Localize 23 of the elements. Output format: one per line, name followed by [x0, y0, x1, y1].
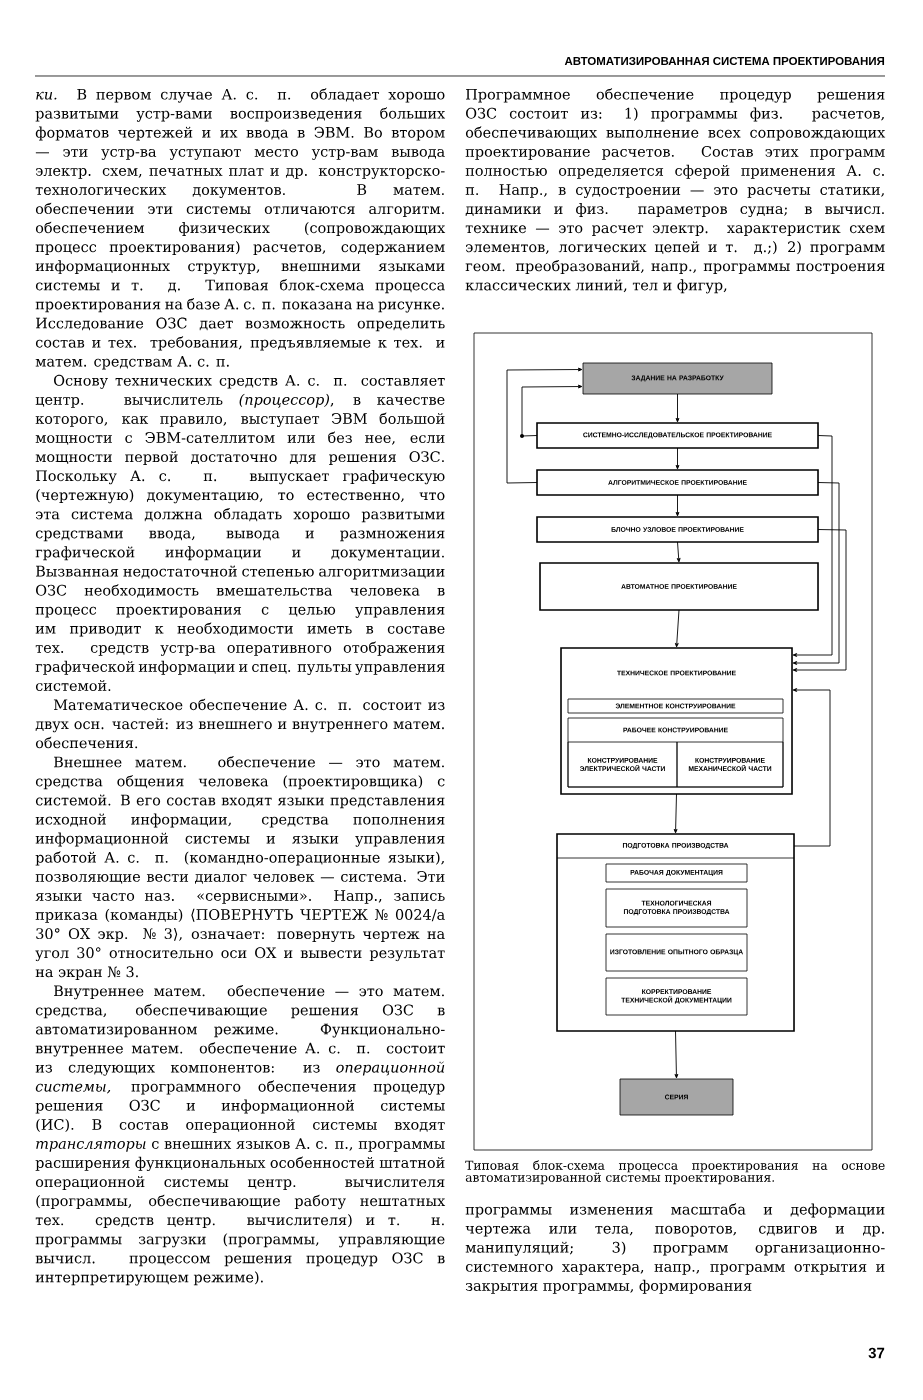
text-paragraph: ки. В первом случае А. с. п. обладает хорошо развитыми устр-вами воспроизведения больших форматов чертежей и их ввода в ЭВМ. Во втором — эти устр-ва уступают место устр-вам вывода электр. схем, печатных плат и др. конструкторско-технологических документов. В матем. обеспечении эти системы отличаются алгоритм. обеспечением физических (сопровождающих процесс проектирования) расчетов, содержанием информационных структур, внешними языками системы и т. д. Типовая блок-схема процесса проектирования на базе А. с. п. показана на рисунке. Исследование ОЗС дает возможность определить состав и тех. требования, предъявляемые к тех. и матем. средствам А. с. п.	[35, 88, 446, 370]
arrow	[673, 793, 678, 834]
arrow	[675, 494, 680, 517]
running-head: АВТОМАТИЗИРОВАННАЯ СИСТЕМА ПРОЕКТИРОВАНИЯ	[564, 56, 885, 66]
arrow	[520, 384, 583, 438]
arrow	[792, 529, 847, 672]
text-paragraph: Внутреннее матем. обеспечение — это матем. средства, обеспечивающие решения ОЗС в автоматизированном режиме. Функционально-внутреннее матем. обеспечение А. с. п. состоит из следующих компонентов: из операционной системы, программного обеспечения процедур решения ОЗС и информационной системы (ИС). В состав операционной системы входят трансляторы с внешних языков А. с. п., программы расширения функциональных особенностей штатной операционной системы центр. вычислителя (программы, обеспечивающие работу нештатных тех. средств центр. вычислителя) и т. н. программы загрузки (программы, управляющие вычисл. процессом решения процедур ОЗС в интерпретирующем режиме).	[35, 984, 446, 1286]
arrow	[792, 482, 840, 665]
text-paragraph: Математическое обеспечение А. с. п. состоит из двух осн. частей: из внешнего и внутреннего матем. обеспечения.	[35, 698, 445, 749]
page-number: 37	[868, 1347, 885, 1359]
arrow	[674, 1030, 679, 1079]
arrow	[792, 688, 831, 847]
figure-caption: Типовая блок-схема процесса проектирования на основе автоматизированной системы проектирования.	[465, 1160, 885, 1185]
arrow	[792, 435, 833, 657]
arrow	[506, 367, 583, 484]
arrow	[674, 609, 680, 648]
text-paragraph: Программное обеспечение процедур решения ОЗС состоит из: 1) программы физ. расчетов, обеспечивающих выполнение всех сопровождающих проектирование расчетов. Состав этих программ полностью определяется сферой применения А. с. п. Напр., в судостроении — это расчеты статики, динамики и физ. параметров судна; в вычисл. технике — это расчет электр. характеристик схем элементов, логических цепей и т. д.;) 2) программ геом. преобразований, напр., программы построения классических линий, тел и фигур,	[465, 88, 886, 294]
arrow	[675, 447, 680, 470]
text-paragraph: программы изменения масштаба и деформации чертежа или тела, поворотов, сдвигов и др. манипуляций; 3) программ организационно-системного характера, напр., программ открытия и закрытия программы, формирования	[465, 1203, 885, 1294]
text-paragraph: Основу технических средств А. с. п. составляет центр. вычислитель (процессор), в качестве которого, как правило, выступает ЭВМ большой мощности с ЭВМ-сателлитом или без нее, если мощности первой достаточно для решения ОЗС. Поскольку А. с. п. выпускает графическую (чертежную) документацию, то естественно, что эта система должна обладать хорошо развитыми средствами ввода, вывода и размножения графической информации и документации. Вызванная недостаточной степенью алгоритмизации ОЗС необходимость вмешательства человека в процесс проектирования с целью управления им приводит к необходимости иметь в составе тех. средств устр-ва оперативного отображения графической информации и спец. пульты управления системой.	[35, 374, 445, 692]
text-paragraph: Внешнее матем. обеспечение — это матем. средства общения человека (проектировщика) с системой. В его состав входят языки представления исходной информации, средства пополнения информационной системы и языки управления работой А. с. п. (командно-операционные языки), позволяющие вести диалог человек — система. Эти языки часто наз. «сервисными». Напр., запись приказа (команды) ⟨ПОВЕРНУТЬ ЧЕРТЕЖ № 0024/а 30° ОХ экр. № 3⟩, означает: повернуть чертеж на угол 30° относительно оси ОХ и вывести результат на экран № 3.	[35, 755, 445, 981]
arrow	[676, 541, 681, 563]
arrow	[675, 393, 680, 423]
